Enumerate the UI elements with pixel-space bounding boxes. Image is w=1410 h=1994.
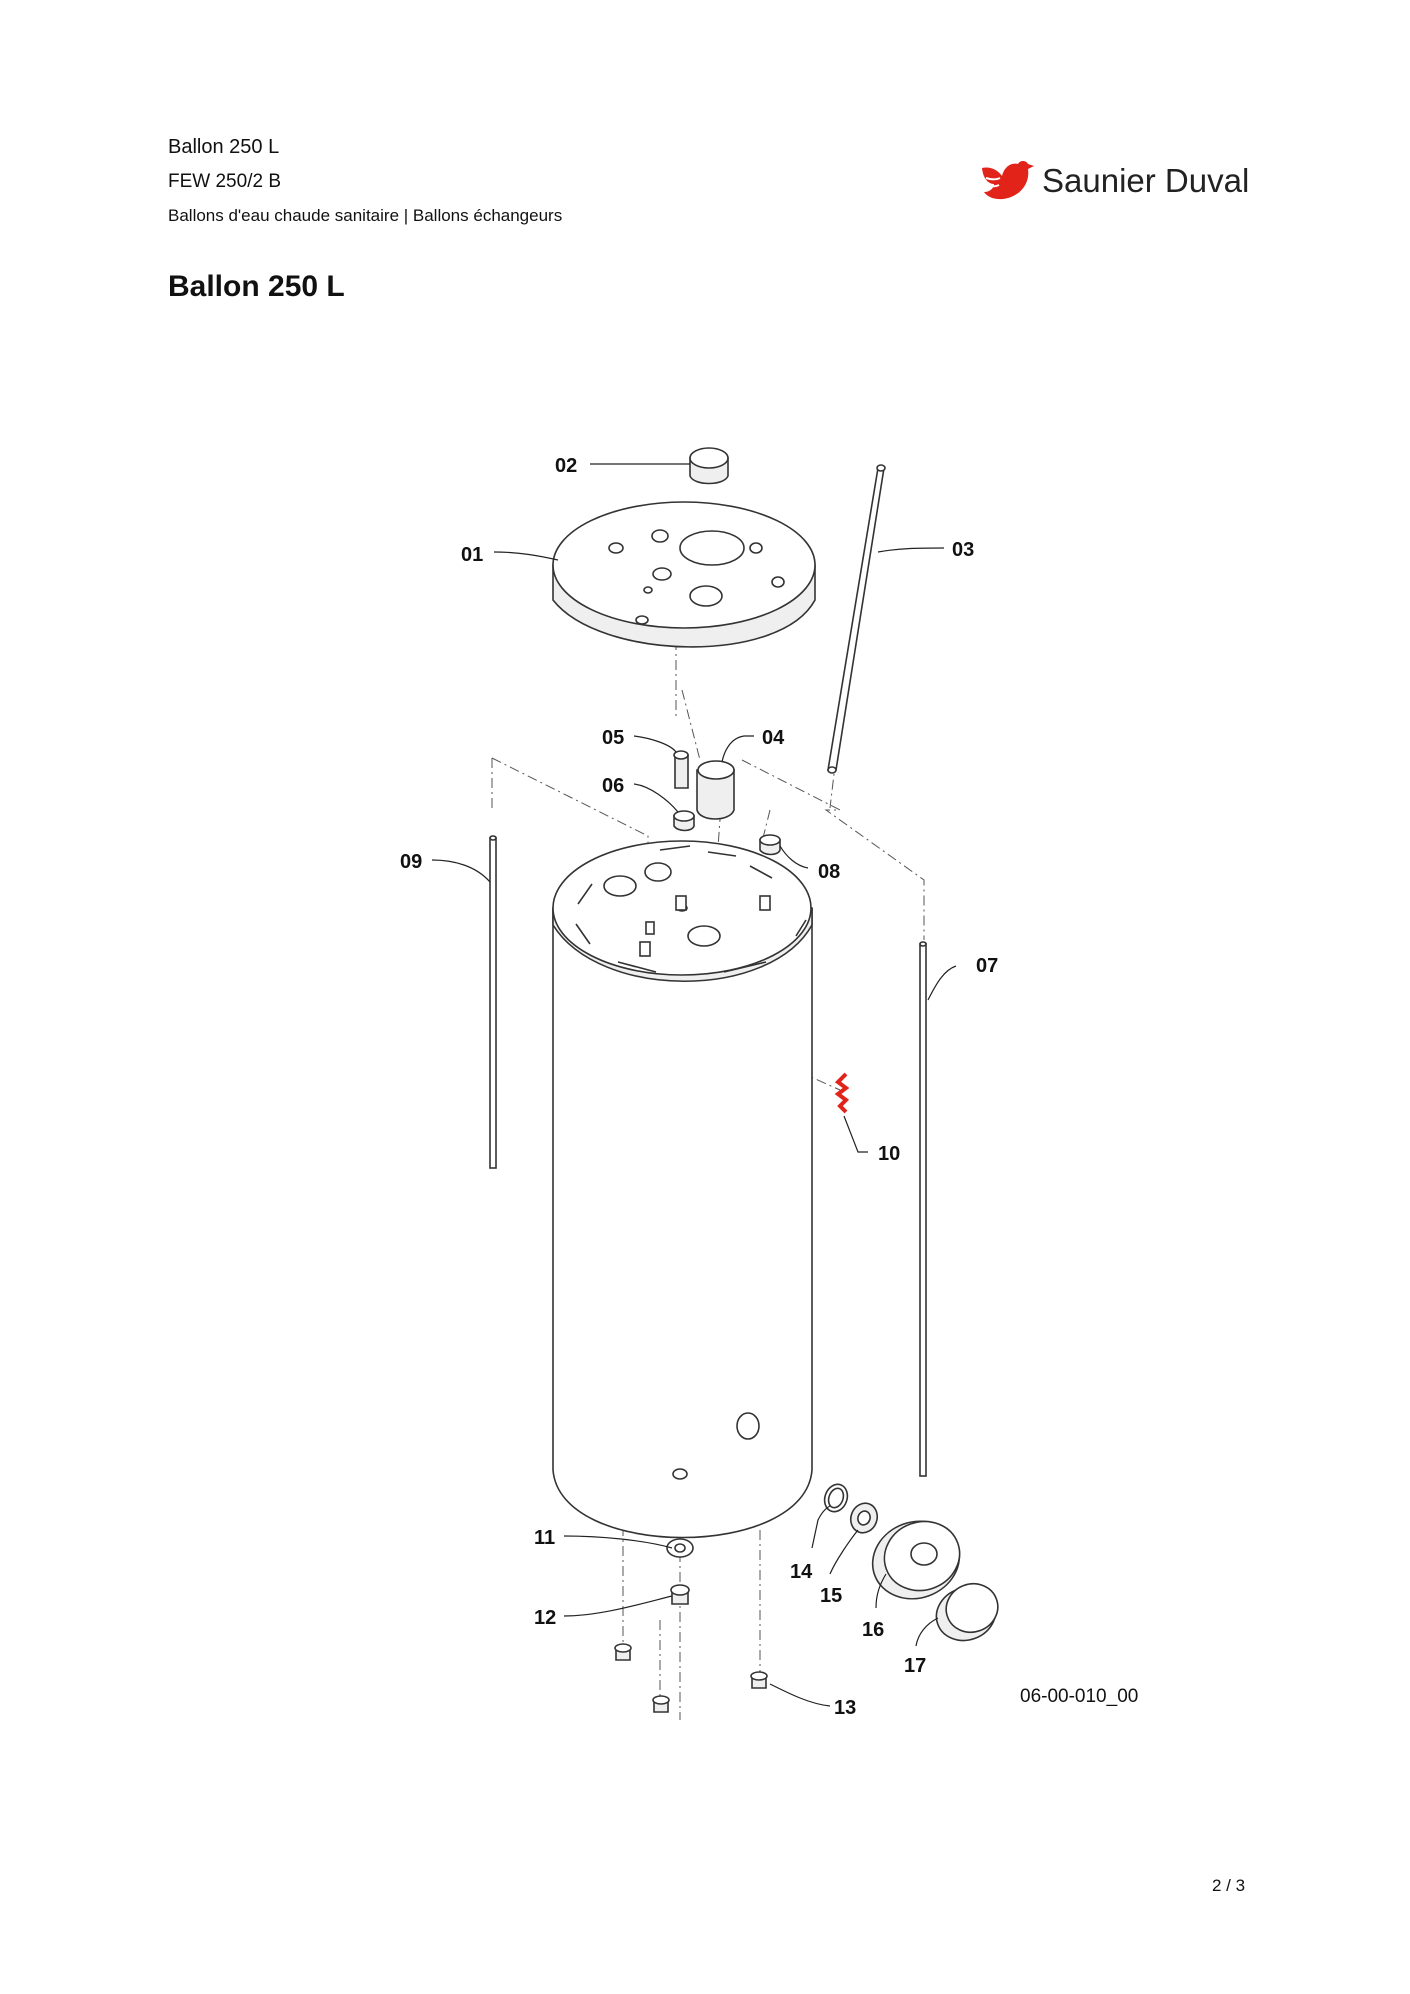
ring-seal-part [823, 1483, 849, 1513]
document-title: Ballon 250 L [168, 136, 280, 158]
brand-logo: Saunier Duval [980, 158, 1250, 208]
callout-01: 01 [461, 544, 483, 566]
page-number: 2 / 3 [1212, 1876, 1246, 1895]
callout-11: 11 [534, 1527, 555, 1549]
nut-part [673, 810, 695, 832]
flange-part [849, 1502, 879, 1534]
cover-cap-part [935, 1582, 999, 1642]
callout-03: 03 [952, 539, 974, 561]
callout-08: 08 [818, 861, 840, 883]
drain-fitting-part [666, 1538, 694, 1558]
sensor-part [834, 1072, 850, 1114]
callout-13: 13 [834, 1697, 856, 1719]
foot-parts [614, 1643, 768, 1713]
page-title: Ballon 250 L [168, 270, 345, 303]
callout-10: 10 [878, 1143, 900, 1165]
pin-part [673, 750, 689, 789]
callout-09: 09 [400, 851, 422, 873]
model-number: FEW 250/2 B [168, 171, 281, 192]
plug-part [670, 1584, 690, 1605]
diagram-reference-code: 06-00-010_00 [1020, 1686, 1138, 1707]
bird-icon [982, 161, 1034, 200]
callout-06: 06 [602, 775, 624, 797]
callout-14: 14 [790, 1561, 813, 1583]
callout-17: 17 [904, 1655, 926, 1677]
callout-05: 05 [602, 727, 624, 749]
callout-07: 07 [976, 955, 998, 977]
cap-part [689, 447, 729, 485]
insulation-ring-part [871, 1520, 961, 1600]
left-rod-part [489, 835, 497, 1169]
callout-04: 04 [762, 727, 785, 749]
nut-right-part [759, 834, 781, 856]
callout-16: 16 [862, 1619, 884, 1641]
anode-rod-part [827, 464, 886, 774]
brand-name: Saunier Duval [1042, 162, 1250, 199]
sleeve-part [696, 760, 735, 820]
tank-body-part [552, 840, 813, 1539]
callout-15: 15 [820, 1585, 842, 1607]
category-breadcrumb: Ballons d'eau chaude sanitaire | Ballons… [168, 206, 563, 225]
callout-02: 02 [555, 455, 577, 477]
top-cover-part [552, 501, 816, 648]
right-rod-part [919, 941, 927, 1477]
callout-12: 12 [534, 1607, 556, 1629]
